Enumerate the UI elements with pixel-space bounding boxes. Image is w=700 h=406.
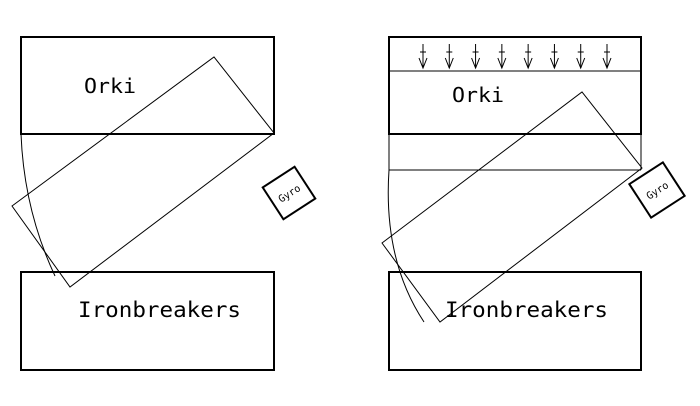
left-wheeling-rectangle: [11, 56, 275, 288]
down-arrow-icon: [497, 44, 507, 70]
left-bottom-unit-label: Ironbreakers: [78, 298, 241, 322]
left-top-unit-label: Orki: [84, 74, 136, 98]
right-gyro: Gyro: [627, 160, 687, 220]
right-top-unit: Orki: [388, 36, 642, 135]
right-wheeling-rectangle: [381, 91, 643, 323]
right-top-unit-label: Orki: [452, 83, 504, 107]
down-arrow-icon: [471, 44, 481, 70]
left-gyro: Gyro: [261, 165, 317, 221]
left-bottom-unit-box: [20, 271, 275, 371]
left-gyro-label: Gyro: [277, 183, 303, 205]
down-arrow-icon: [444, 44, 454, 70]
left-top-unit: Orki: [20, 36, 275, 135]
arrow-row: [418, 44, 612, 70]
right-top-unit-box: [388, 36, 642, 135]
down-arrow-icon: [549, 44, 559, 70]
right-gyro-box: [627, 160, 687, 220]
left-bottom-unit: Ironbreakers: [20, 271, 275, 371]
left-top-unit-box: [20, 36, 275, 135]
right-panel: Orki Ironbreakers Gyro: [381, 36, 687, 371]
right-bottom-unit: Ironbreakers: [388, 271, 642, 371]
down-arrow-icon: [576, 44, 586, 70]
left-wheel-arc: [20, 133, 56, 277]
down-arrow-icon: [523, 44, 533, 70]
right-bottom-unit-label: Ironbreakers: [445, 298, 608, 322]
left-gyro-box: [261, 165, 317, 221]
right-wheel-arc: [387, 169, 425, 323]
right-bottom-unit-box: [388, 271, 642, 371]
down-arrow-icon: [602, 44, 612, 70]
right-gyro-label: Gyro: [645, 180, 671, 202]
down-arrow-icon: [418, 44, 428, 70]
left-panel: Orki Ironbreakers Gyro: [11, 36, 317, 371]
right-advance-zone: [388, 134, 642, 171]
